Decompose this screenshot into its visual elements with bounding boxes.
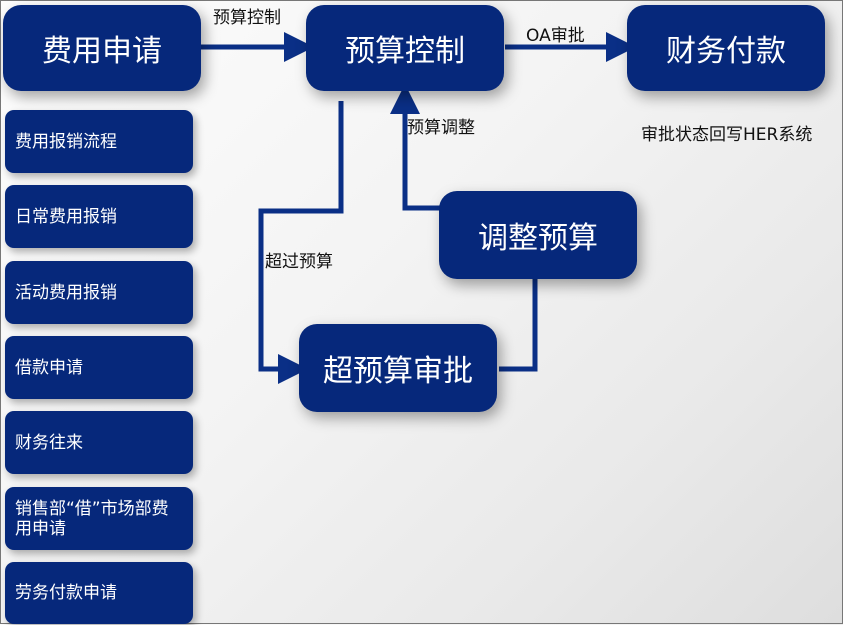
sidebar-item-label: 日常费用报销 — [15, 206, 117, 227]
sidebar-item-label: 费用报销流程 — [15, 131, 117, 152]
sidebar-item-loan-apply[interactable]: 借款申请 — [5, 336, 193, 399]
sidebar-item-label: 财务往来 — [15, 432, 83, 453]
node-label: 费用申请 — [42, 34, 162, 69]
sidebar-item-expense-process[interactable]: 费用报销流程 — [5, 110, 193, 173]
node-fee-apply: 费用申请 — [3, 5, 201, 91]
sidebar-item-labor-payment[interactable]: 劳务付款申请 — [5, 562, 193, 624]
node-label: 预算控制 — [345, 34, 465, 69]
label-budget-control: 预算控制 — [213, 8, 281, 28]
sidebar-item-activity-expense[interactable]: 活动费用报销 — [5, 261, 193, 324]
sidebar-item-sales-borrow-market[interactable]: 销售部“借”市场部费用申请 — [5, 487, 193, 550]
node-adjust-budget: 调整预算 — [439, 191, 637, 279]
sidebar-item-label: 活动费用报销 — [15, 282, 117, 303]
line-over-to-adjust — [499, 279, 538, 372]
label-over-budget: 超过预算 — [265, 252, 333, 272]
arrow-control-to-over — [258, 101, 344, 384]
node-budget-control: 预算控制 — [306, 5, 504, 91]
node-over-budget-approval: 超预算审批 — [299, 324, 497, 412]
label-budget-adjust: 预算调整 — [407, 118, 475, 138]
node-label: 超预算审批 — [323, 354, 473, 389]
sidebar-item-label: 借款申请 — [15, 357, 83, 378]
sidebar-item-finance-exchange[interactable]: 财务往来 — [5, 411, 193, 474]
node-label: 财务付款 — [666, 34, 786, 69]
node-label: 调整预算 — [478, 221, 598, 256]
node-finance-pay: 财务付款 — [627, 5, 825, 91]
arrow-adjust-to-control — [390, 84, 441, 211]
sidebar-item-label: 劳务付款申请 — [15, 583, 117, 603]
label-oa-approval: OA审批 — [526, 26, 585, 46]
sidebar-item-label: 销售部“借”市场部费用申请 — [15, 498, 169, 539]
label-writeback: 审批状态回写HER系统 — [641, 125, 813, 145]
sidebar-item-daily-expense[interactable]: 日常费用报销 — [5, 185, 193, 248]
